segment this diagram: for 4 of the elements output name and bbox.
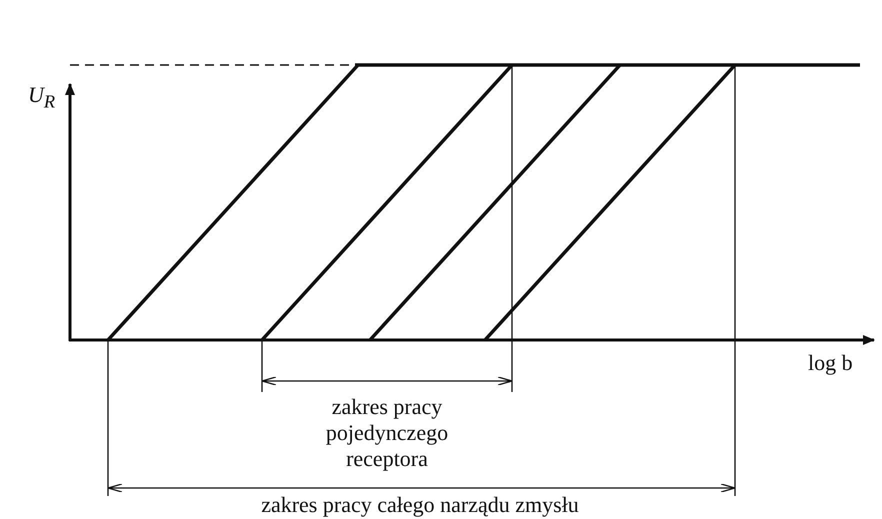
dimension-label: zakres pracy pojedynczego receptora xyxy=(324,394,450,472)
axis-label: log b xyxy=(808,350,853,376)
axis-label: U$_{R}$ xyxy=(28,82,56,114)
dimension-label: zakres pracy całego narządu zmysłu xyxy=(260,492,580,518)
